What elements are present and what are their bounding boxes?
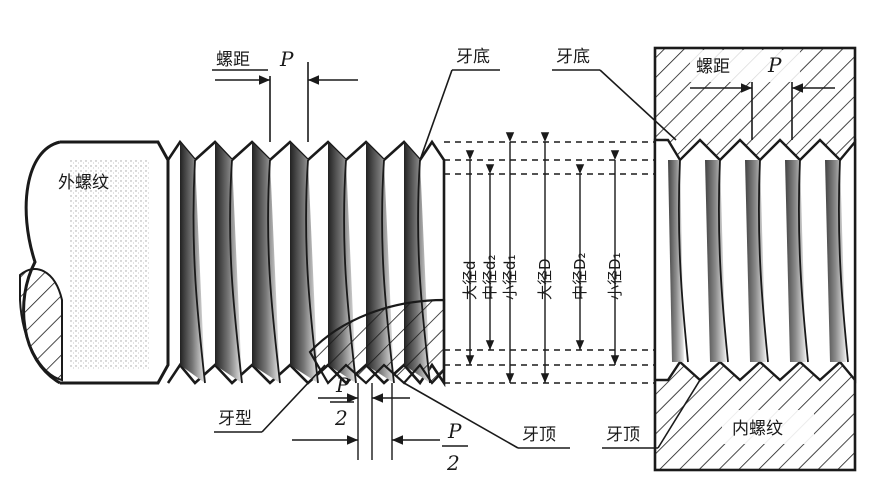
thread-profile-label: 牙型: [218, 409, 252, 429]
diameter-label-d2: 中径d₂: [481, 254, 499, 300]
external-thread-bolt: [19, 139, 446, 388]
internal-thread-label: 内螺纹: [732, 419, 783, 439]
half-pitch-numerator: P: [335, 373, 350, 397]
half-pitch-denominator: 2: [334, 406, 348, 430]
thread-profile-callout: 牙型: [214, 364, 326, 433]
pitch-dimension-left: 螺距 P: [212, 47, 358, 142]
pitch-label-left: 螺距: [216, 50, 250, 70]
diameter-label-d: 大径d: [461, 260, 479, 300]
external-thread-label: 外螺纹: [58, 173, 109, 193]
root-callout-right: 牙底: [552, 47, 677, 141]
nut-flank-shading: [668, 160, 846, 362]
crest-label-left: 牙顶: [522, 425, 556, 445]
crest-callout-left: 牙顶: [403, 382, 570, 449]
diameter-label-d1: 小径d₁: [501, 254, 519, 300]
diameter-labels: 大径d 中径d₂ 小径d₁ 大径D 中径D₂ 小径D₁: [461, 252, 624, 300]
diameter-label-D2: 中径D₂: [571, 252, 589, 300]
root-label-right: 牙底: [556, 47, 590, 67]
pitch-dimension-right: 螺距 P: [690, 50, 835, 140]
diameter-label-D1: 小径D₁: [606, 252, 624, 300]
root-callout-left: 牙底: [419, 47, 500, 161]
diameter-dimensions: [444, 132, 655, 384]
pitch-symbol-right: P: [767, 53, 782, 77]
pitch-symbol-left: P: [279, 47, 294, 71]
crest-callout-right: 牙顶: [602, 379, 701, 449]
half-pitch2-denominator: 2: [446, 451, 460, 475]
diameter-label-D: 大径D: [536, 258, 554, 300]
internal-thread-nut: [653, 46, 857, 472]
root-label-left: 牙底: [456, 47, 490, 67]
crest-label-right: 牙顶: [606, 425, 640, 445]
half-pitch2-numerator: P: [447, 419, 462, 443]
half-pitch-dimension: P 2 P 2: [292, 373, 468, 475]
pitch-label-right: 螺距: [696, 57, 730, 77]
